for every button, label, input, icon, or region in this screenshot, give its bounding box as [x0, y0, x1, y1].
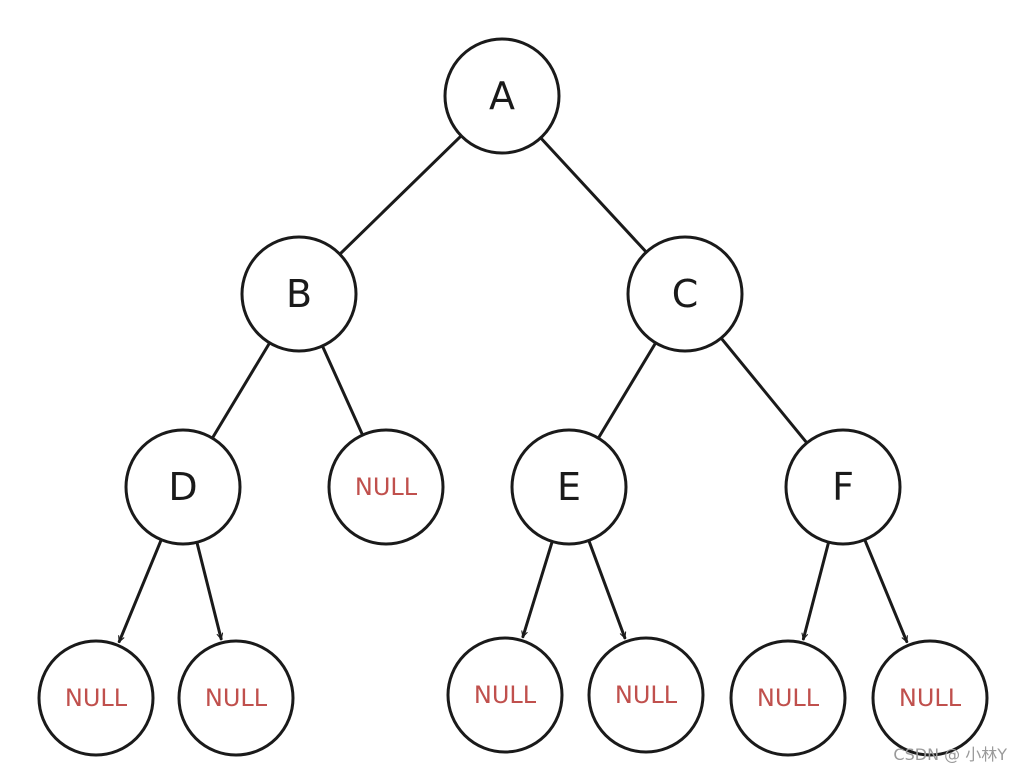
node-circle [784, 428, 902, 546]
null-node: NULL [37, 639, 155, 757]
node-circle [240, 235, 358, 353]
tree-node-e: E [510, 428, 628, 546]
edge-a-c [539, 136, 648, 254]
node-circle [510, 428, 628, 546]
null-node: NULL [327, 428, 445, 546]
node-circle [871, 639, 989, 757]
null-node: NULL [177, 639, 295, 757]
node-circle [446, 636, 564, 754]
tree-node-a: A [443, 37, 561, 155]
node-circle [587, 636, 705, 754]
edge-d-d-r [195, 540, 224, 641]
node-circle [124, 428, 242, 546]
edge-c-e [596, 341, 658, 440]
null-node: NULL [446, 636, 564, 754]
null-node: NULL [587, 636, 705, 754]
node-label: NULL [899, 684, 962, 712]
tree-node-c: C [626, 235, 744, 353]
node-label: NULL [65, 684, 128, 712]
tree-node-b: B [240, 235, 358, 353]
node-circle [626, 235, 744, 353]
node-label: A [489, 74, 515, 118]
null-node: NULL [729, 639, 847, 757]
tree-node-f: F [784, 428, 902, 546]
node-label: C [672, 272, 699, 316]
node-label: B [286, 272, 312, 316]
node-label: NULL [205, 684, 268, 712]
node-label: NULL [615, 681, 678, 709]
node-label: D [168, 465, 197, 509]
node-circle [37, 639, 155, 757]
node-circle [443, 37, 561, 155]
watermark: CSDN @ 小林Y [893, 745, 1007, 764]
edges-layer [117, 134, 909, 644]
null-node: NULL [871, 639, 989, 757]
nodes-layer: A B C D NULL E F NULL NULL NULL NULL NULL NULL [37, 37, 989, 757]
node-label: E [557, 465, 581, 509]
node-label: NULL [474, 681, 537, 709]
node-label: F [832, 465, 854, 509]
edge-e-e-l [521, 539, 554, 639]
edge-b-b-r [320, 344, 365, 437]
node-circle [327, 428, 445, 546]
edge-d-d-l [117, 538, 163, 644]
edge-e-e-r [587, 538, 627, 640]
edge-f-f-l [801, 540, 831, 641]
node-label: NULL [355, 473, 418, 501]
node-circle [177, 639, 295, 757]
tree-node-d: D [124, 428, 242, 546]
edge-a-b [338, 134, 463, 256]
edge-c-f [719, 336, 809, 445]
node-label: NULL [757, 684, 820, 712]
node-circle [729, 639, 847, 757]
edge-f-f-r [863, 538, 909, 644]
edge-b-d [210, 341, 272, 440]
